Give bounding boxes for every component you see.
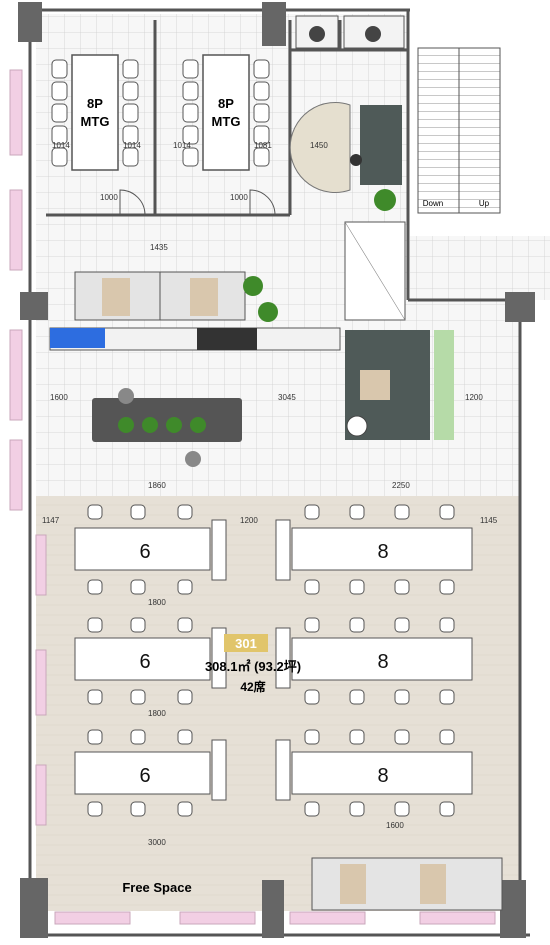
phone-booths bbox=[295, 15, 405, 49]
area-seats: 42席 bbox=[240, 679, 265, 694]
dim-1800a: 1800 bbox=[148, 598, 166, 607]
island-label-5: 6 bbox=[139, 765, 150, 787]
mtg-right-line2: MTG bbox=[212, 114, 241, 129]
stairs-up: Up bbox=[479, 199, 490, 208]
area-size: 308.1㎡ (93.2坪) bbox=[205, 659, 301, 674]
dim-1600a: 1600 bbox=[50, 393, 68, 402]
mtg-left-line1: 8P bbox=[87, 96, 103, 111]
dining-table bbox=[92, 388, 242, 467]
kitchen-unit bbox=[197, 328, 257, 350]
dim-1435: 1435 bbox=[150, 243, 168, 252]
dim-1200b: 1200 bbox=[240, 516, 258, 525]
bottom-windows bbox=[54, 911, 496, 925]
dim-1014a: 1014 bbox=[52, 141, 70, 150]
plants bbox=[243, 276, 278, 322]
mtg-room-left: 8P MTG bbox=[51, 54, 146, 216]
island-label-4: 8 bbox=[377, 651, 388, 673]
dim-3045: 3045 bbox=[278, 393, 296, 402]
stairwell: Down Up bbox=[417, 47, 501, 214]
dim-1081: 1081 bbox=[254, 141, 272, 150]
stairs-down: Down bbox=[423, 199, 443, 208]
free-space-booths bbox=[311, 857, 503, 911]
office-chairs bbox=[87, 504, 455, 817]
dimensions: 1014 1014 1014 1081 1000 1000 1450 1435 … bbox=[42, 141, 498, 847]
sofa-lounge bbox=[345, 330, 454, 440]
island-label-1: 6 bbox=[139, 541, 150, 563]
area-badge bbox=[224, 634, 268, 652]
dim-1450: 1450 bbox=[310, 141, 328, 150]
left-windows bbox=[9, 69, 47, 826]
dim-1200a: 1200 bbox=[465, 393, 483, 402]
island-label-6: 8 bbox=[377, 765, 388, 787]
free-space-label: Free Space bbox=[122, 880, 191, 895]
dim-1800b: 1800 bbox=[148, 709, 166, 718]
dim-1000a: 1000 bbox=[100, 193, 118, 202]
right-corridor bbox=[410, 236, 550, 300]
dim-3000: 3000 bbox=[148, 838, 166, 847]
dim-1014c: 1014 bbox=[173, 141, 191, 150]
walls bbox=[28, 8, 530, 937]
booth-row bbox=[74, 271, 246, 321]
dim-1145: 1145 bbox=[480, 516, 498, 525]
wall-piers bbox=[18, 2, 535, 938]
mtg-right-line1: 8P bbox=[218, 96, 234, 111]
office-islands bbox=[74, 519, 473, 801]
dim-1600b: 1600 bbox=[386, 821, 404, 830]
mtg-left-line2: MTG bbox=[81, 114, 110, 129]
island-label-3: 6 bbox=[139, 651, 150, 673]
dim-1014b: 1014 bbox=[123, 141, 141, 150]
dim-1147: 1147 bbox=[42, 516, 60, 525]
island-label-2: 8 bbox=[377, 541, 388, 563]
mtg-room-right: 8P MTG bbox=[182, 54, 276, 216]
dim-2250: 2250 bbox=[392, 481, 410, 490]
round-lounge bbox=[289, 102, 402, 211]
blue-equipment bbox=[50, 328, 105, 348]
dim-1000b: 1000 bbox=[230, 193, 248, 202]
area-badge-label: 301 bbox=[235, 636, 257, 651]
dim-1860: 1860 bbox=[148, 481, 166, 490]
